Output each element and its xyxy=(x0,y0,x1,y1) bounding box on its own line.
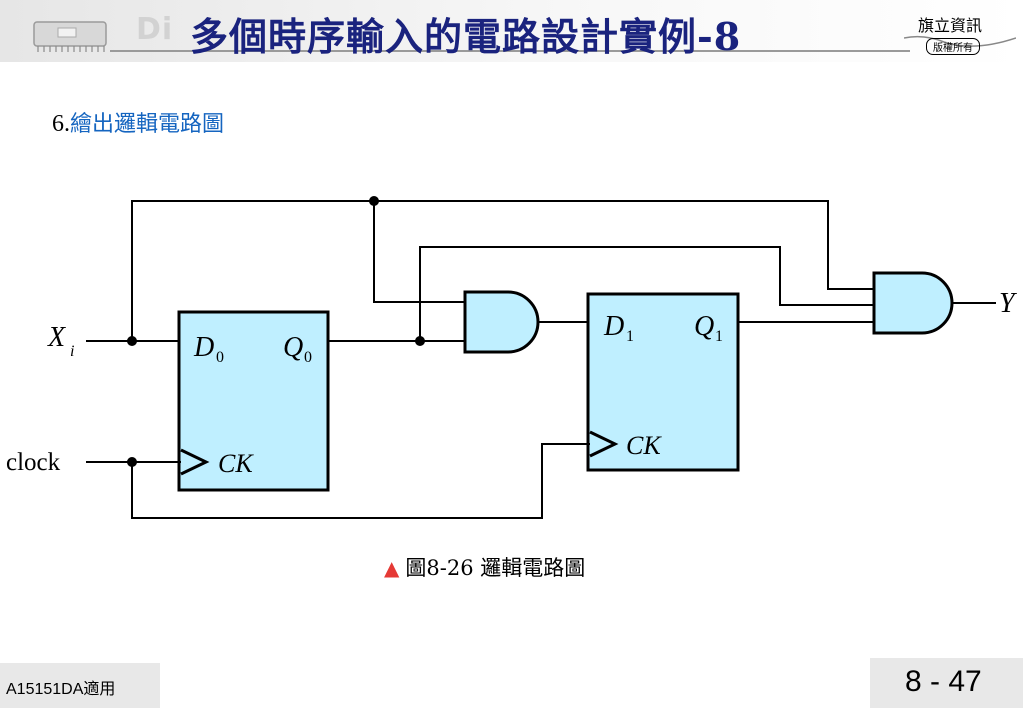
brand-swoosh-icon xyxy=(904,35,1016,47)
triangle-icon: ▲ xyxy=(384,556,400,580)
ff1-d-sub: 1 xyxy=(626,328,634,345)
footer-left-band xyxy=(0,663,160,708)
figure-caption-text: 圖8-26 邏輯電路圖 xyxy=(405,556,586,580)
flipflop-1-box xyxy=(586,292,740,472)
junction-clock xyxy=(127,457,137,467)
brand-badge: 旗立資訊 版權所有 xyxy=(904,8,1016,60)
input-label-x: X xyxy=(47,322,66,353)
ff0-q-sub: 0 xyxy=(304,349,312,366)
section-title: 繪出邏輯電路圖 xyxy=(70,112,225,137)
chip-icon xyxy=(33,21,107,52)
footer-course-code: A15151DA適用 xyxy=(6,681,116,698)
ff0-q-label: Q xyxy=(283,332,303,363)
ff0-ck-label: CK xyxy=(218,449,254,478)
input-label-x-sub: i xyxy=(70,343,74,360)
ff0-d-sub: 0 xyxy=(216,349,224,366)
brand-copyright: 版權所有 xyxy=(926,38,980,55)
ff1-ck-label: CK xyxy=(626,431,662,460)
junction-xi xyxy=(127,336,137,346)
ff0-d-label: D xyxy=(193,332,214,363)
brand-name: 旗立資訊 xyxy=(918,16,983,35)
figure-caption: ▲圖8-26 邏輯電路圖 xyxy=(384,552,585,582)
ck-triangle-0 xyxy=(180,448,210,476)
ff1-q-sub: 1 xyxy=(715,328,723,345)
header-watermark-text: Di xyxy=(136,12,174,47)
wire-q0-to-gate2 xyxy=(419,246,874,341)
footer-right-band xyxy=(870,658,1023,708)
output-label-y: Y xyxy=(999,288,1018,319)
input-label-clock: clock xyxy=(6,449,61,476)
section-number: 6. xyxy=(52,111,70,137)
and-gate-2 xyxy=(872,271,954,335)
junction-q0 xyxy=(415,336,425,346)
junction-top xyxy=(369,196,379,206)
ck-triangle-1 xyxy=(589,430,619,458)
page-number: 8 - 47 xyxy=(905,665,982,698)
section-heading: 6.繪出邏輯電路圖 xyxy=(52,106,224,138)
ff1-d-label: D xyxy=(603,311,624,342)
and-gate-1 xyxy=(463,290,540,354)
header-divider xyxy=(110,50,910,52)
ff1-q-label: Q xyxy=(694,311,714,342)
page-title: 多個時序輸入的電路設計實例-8 xyxy=(190,14,742,59)
wire-top-to-gate1 xyxy=(373,201,465,303)
wire-xi-to-gate2 xyxy=(131,200,874,341)
wire-clock-to-ff1 xyxy=(131,443,590,519)
